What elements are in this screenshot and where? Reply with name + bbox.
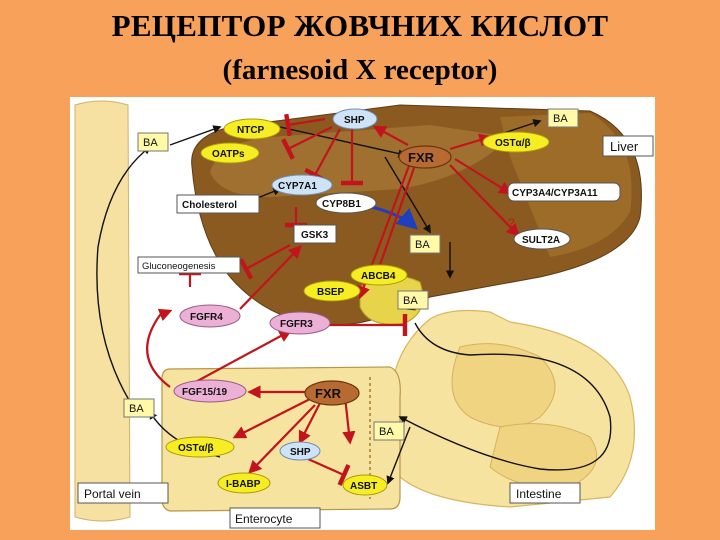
oatps-node — [200, 142, 260, 164]
slide-title: РЕЦЕПТОР ЖОВЧНИХ КИСЛОТ — [111, 8, 609, 43]
portal-vein-label-box — [77, 482, 169, 504]
ba-label-intestine: BA — [379, 426, 394, 438]
oatps-label: OATPs — [212, 149, 245, 160]
arrow-ba-asbt — [386, 426, 411, 485]
gluconeogenesis-label: Gluconeogenesis — [142, 261, 216, 272]
inhibit-shp-cyp7a1 — [304, 128, 341, 183]
ba-label-liver-center: BA — [415, 239, 430, 251]
fxr-liver-label: FXR — [408, 150, 435, 165]
bsep-node — [303, 280, 361, 302]
ibabp-node — [217, 472, 271, 494]
ba-box-liver-center — [409, 234, 441, 254]
enterocyte-label: Enterocyte — [235, 512, 293, 526]
portal-vein-label: Portal vein — [84, 487, 141, 501]
ba-label-portal-bottom: BA — [129, 403, 144, 415]
inhibit-shp-asbt — [307, 457, 351, 486]
gsk3-label: GSK3 — [301, 230, 329, 241]
shp-liver-node — [332, 108, 378, 130]
ba-label-gallbladder: BA — [403, 295, 418, 307]
portal-vein-shape — [74, 100, 131, 522]
gluconeogenesis-box — [137, 256, 241, 274]
activate-ba-fxr — [342, 396, 356, 445]
liver-label-box — [602, 135, 654, 157]
intestine-loops — [451, 343, 556, 428]
activate-fgf-fgfr3 — [189, 329, 293, 386]
shp-liver-label: SHP — [344, 115, 365, 126]
asbt-node — [342, 474, 388, 496]
ba-box-portal-bottom — [123, 398, 155, 418]
activate-fxr-sult2a — [449, 164, 520, 237]
fgfr3-label: FGFR3 — [280, 319, 313, 330]
inhibit-gsk3-gluconeogenesis — [238, 244, 291, 280]
cyp3a4-node — [507, 182, 621, 202]
diagram-svg: Liver Intestine Portal vein Enterocyte C… — [74, 100, 654, 529]
ost-intestine-node — [165, 436, 235, 458]
slide-subtitle: (farnesoid X receptor) — [222, 54, 498, 86]
ba-label-portal-top: BA — [143, 137, 158, 149]
fgfr4-node — [179, 304, 241, 328]
activate-fxr-shp-int — [298, 402, 321, 445]
shp-intestine-node — [279, 441, 321, 461]
activate-fxr-ibabp — [248, 404, 316, 474]
activate-fxr-shp — [372, 125, 409, 146]
fgf15-node — [173, 379, 247, 403]
ba-box-portal-top — [137, 132, 169, 152]
arrow-ntcp-to-fxr — [279, 126, 407, 158]
arrow-portal-up — [96, 145, 152, 418]
ost-intestine-label: OSTα/β — [178, 443, 214, 454]
fgfr3-node — [269, 311, 331, 335]
ba-box-liver-right — [547, 108, 579, 128]
ba-box-gallbladder — [397, 290, 429, 310]
activate-fgfr4-gsk3 — [239, 245, 302, 310]
ba-label-liver-right: BA — [553, 113, 568, 125]
cholesterol-box — [176, 194, 260, 214]
ost-liver-node — [482, 131, 550, 153]
liver-label: Liver — [610, 139, 639, 154]
cyp8b1-node — [315, 192, 377, 214]
fgf15-label: FGF15/19 — [182, 387, 227, 398]
asbt-label: ASBT — [350, 481, 377, 492]
sult2a-node — [513, 228, 571, 250]
ntcp-node — [223, 118, 281, 140]
activate-fxr-ost-int — [232, 398, 311, 439]
arrow-ba-to-ntcp — [169, 125, 222, 146]
gsk3-node — [293, 224, 337, 244]
cholesterol-label: Cholesterol — [182, 200, 237, 211]
ntcp-label: NTCP — [237, 125, 265, 136]
fxr-pathway-diagram: Liver Intestine Portal vein Enterocyte C… — [70, 97, 655, 530]
intestine-label: Intestine — [516, 487, 562, 501]
fxr-enterocyte-node — [304, 380, 360, 406]
arrow-intestine-loop — [398, 322, 612, 471]
arrow-fxr-to-ba — [384, 156, 431, 234]
intestine-label-box — [509, 482, 581, 504]
inhibit-shp-ntcp — [284, 113, 326, 137]
fxr-liver-node — [398, 145, 452, 169]
activate-fxr-ost — [449, 133, 493, 151]
ba-box-intestine — [373, 421, 405, 441]
intestine-loops-2 — [489, 423, 598, 489]
question-mark: ? — [508, 216, 515, 230]
fgfr4-label: FGFR4 — [190, 312, 223, 323]
abcb4-node — [350, 264, 408, 286]
activate-fxr-abcb4 — [372, 164, 417, 282]
inhibit-shp-oatps — [281, 126, 333, 160]
bsep-label: BSEP — [317, 287, 345, 298]
cyp7a1-node — [271, 174, 333, 196]
ibabp-label: I-BABP — [226, 479, 261, 490]
activate-fgf-fgfr4 — [146, 308, 173, 388]
cyp3a4-label: CYP3A4/CYP3A11 — [512, 188, 598, 199]
shp-intestine-label: SHP — [290, 447, 311, 458]
sult2a-label: SULT2A — [522, 235, 560, 246]
ost-liver-label: OSTα/β — [495, 138, 531, 149]
activate-fxr-cyp3a4 — [454, 158, 513, 195]
enterocyte-label-box — [229, 507, 321, 529]
abcb4-label: ABCB4 — [361, 271, 396, 282]
cyp8b1-label: CYP8B1 — [322, 199, 361, 210]
fxr-enterocyte-label: FXR — [315, 386, 342, 401]
cyp7a1-label: CYP7A1 — [278, 181, 317, 192]
